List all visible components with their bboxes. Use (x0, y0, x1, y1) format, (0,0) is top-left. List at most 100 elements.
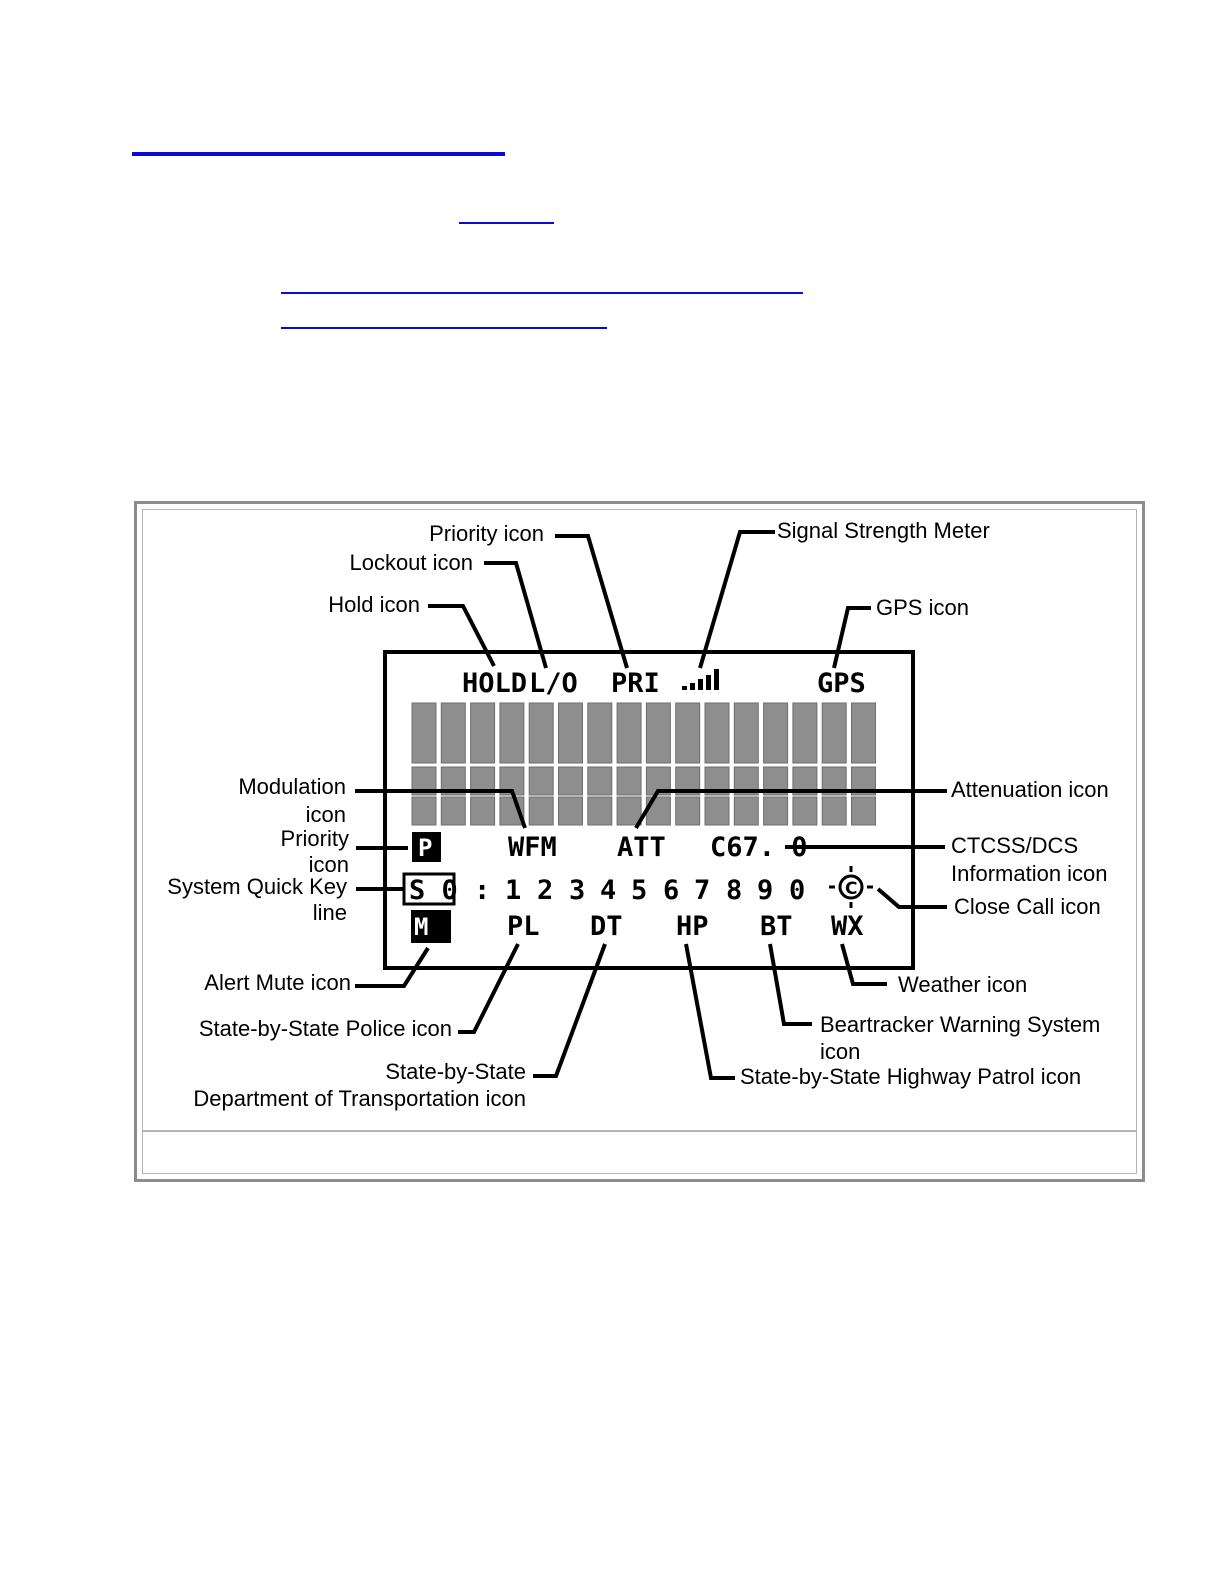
signal-bar-5 (714, 669, 719, 690)
quick-key-6: 6 (663, 875, 679, 906)
attenuation-icon: ATT (617, 832, 666, 863)
dot-icon: DT (590, 911, 623, 942)
alert-mute-letter: M (414, 913, 428, 941)
leader-police (458, 943, 520, 1034)
lcd-cell-r2-c11 (733, 796, 759, 826)
alert-mute-box (411, 910, 451, 943)
lcd-cell-r2-c1 (440, 796, 466, 826)
signal-strength-meter (682, 669, 719, 690)
lcd-cell-r2-c14 (821, 796, 847, 826)
gps-icon: GPS (817, 668, 866, 699)
leader-modulation (355, 789, 527, 829)
leader-beartracker (768, 943, 812, 1026)
leader-highway (684, 943, 735, 1080)
quick-key-5: 5 (631, 875, 647, 906)
label-priority-1: Priority (281, 826, 349, 851)
weather-icon: WX (831, 911, 864, 942)
lcd-cell-r2-c4 (528, 796, 554, 826)
leader-gps (832, 606, 871, 669)
close-call-icon: C (829, 866, 873, 908)
leader-closecall (876, 887, 947, 909)
lcd-cell-r2-c0 (411, 796, 437, 826)
label-ctcss-1: CTCSS/DCS (951, 833, 1078, 858)
priority-box (412, 832, 441, 862)
label-modulation-2: icon (306, 802, 346, 827)
lcd-cell-r0-c3 (499, 702, 525, 764)
lcd-cell-r0-c4 (528, 702, 554, 764)
priority-indicator-icon: PRI (611, 668, 660, 699)
lcd-cell-r0-c2 (470, 702, 496, 764)
label-beartracker-2: icon (820, 1039, 860, 1064)
caption-divider (143, 1130, 1136, 1132)
label-closecall: Close Call icon (954, 894, 1101, 919)
lcd-cell-r1-c4 (528, 766, 554, 796)
signal-bar-2 (690, 683, 695, 690)
label-beartracker-1: Beartracker Warning System (820, 1012, 1100, 1037)
lcd-cell-r1-c5 (558, 766, 583, 796)
signal-bar-1 (682, 686, 687, 690)
lcd-cell-r0-c6 (587, 702, 613, 764)
lcd-cell-r2-c12 (763, 796, 789, 826)
toc-link-underline-2[interactable] (281, 327, 607, 329)
lcd-cell-r0-c0 (411, 702, 437, 764)
signal-bar-4 (706, 675, 711, 690)
lcd-cell-r2-c5 (558, 796, 583, 826)
label-police: State-by-State Police icon (199, 1016, 452, 1041)
quick-key-prefix: S 0 (409, 875, 458, 906)
inline-link-underline[interactable] (459, 222, 554, 224)
lcd-cell-r0-c14 (821, 702, 847, 764)
lcd-cell-r2-c9 (675, 796, 701, 826)
lcd-frame (383, 650, 915, 970)
lcd-cell-r2-c2 (470, 796, 496, 826)
label-weather: Weather icon (898, 972, 1027, 997)
close-call-glyph: C (845, 879, 857, 899)
lcd-character-cells (411, 702, 876, 826)
header-link-underline[interactable] (132, 152, 505, 156)
lcd-cell-r0-c5 (558, 702, 583, 764)
quick-key-3: 3 (569, 875, 585, 906)
lockout-icon: L/O (529, 668, 578, 699)
label-dot-2: Department of Transportation icon (193, 1086, 526, 1111)
leader-weather (840, 943, 887, 986)
label-dot-1: State-by-State (385, 1059, 526, 1084)
lcd-cell-r2-c13 (792, 796, 818, 826)
label-signal: Signal Strength Meter (777, 518, 990, 543)
police-icon: PL (507, 911, 540, 942)
label-hold: Hold icon (328, 592, 420, 617)
quick-key-2: 2 (537, 875, 553, 906)
figure-inner-border (142, 509, 1137, 1174)
quick-key-0: 0 (789, 875, 805, 906)
label-priority-top: Priority icon (429, 521, 544, 546)
lcd-cell-r0-c7 (616, 702, 642, 764)
lcd-cell-r2-c10 (704, 796, 730, 826)
leader-dot (533, 943, 607, 1078)
lcd-cell-r1-c7 (616, 766, 642, 796)
lcd-cell-r0-c13 (792, 702, 818, 764)
figure-frame (134, 501, 1145, 1182)
signal-bar-3 (698, 679, 703, 690)
priority-box-letter: P (418, 834, 432, 862)
quick-key-7: 7 (694, 875, 710, 906)
lcd-cell-r2-c7 (616, 796, 642, 826)
toc-link-underline-1[interactable] (281, 292, 803, 294)
lcd-cell-r2-c15 (851, 796, 876, 826)
quick-key-colon: : (474, 875, 490, 906)
lcd-cell-r0-c8 (645, 702, 671, 764)
lcd-cell-r0-c9 (675, 702, 701, 764)
label-quickkey-1: System Quick Key (167, 874, 347, 899)
label-gps: GPS icon (876, 595, 969, 620)
label-highway: State-by-State Highway Patrol icon (740, 1064, 1081, 1089)
leader-attenuation (634, 789, 947, 830)
lcd-cell-r0-c10 (704, 702, 730, 764)
leader-signal (698, 530, 775, 669)
leader-hold (428, 604, 496, 667)
quick-key-9: 9 (757, 875, 773, 906)
lcd-cell-r0-c11 (733, 702, 759, 764)
quick-key-8: 8 (726, 875, 742, 906)
highway-patrol-icon: HP (676, 911, 709, 942)
lcd-cell-r1-c6 (587, 766, 613, 796)
modulation-icon: WFM (508, 832, 557, 863)
quick-key-1: 1 (505, 875, 521, 906)
label-quickkey-2: line (313, 900, 347, 925)
